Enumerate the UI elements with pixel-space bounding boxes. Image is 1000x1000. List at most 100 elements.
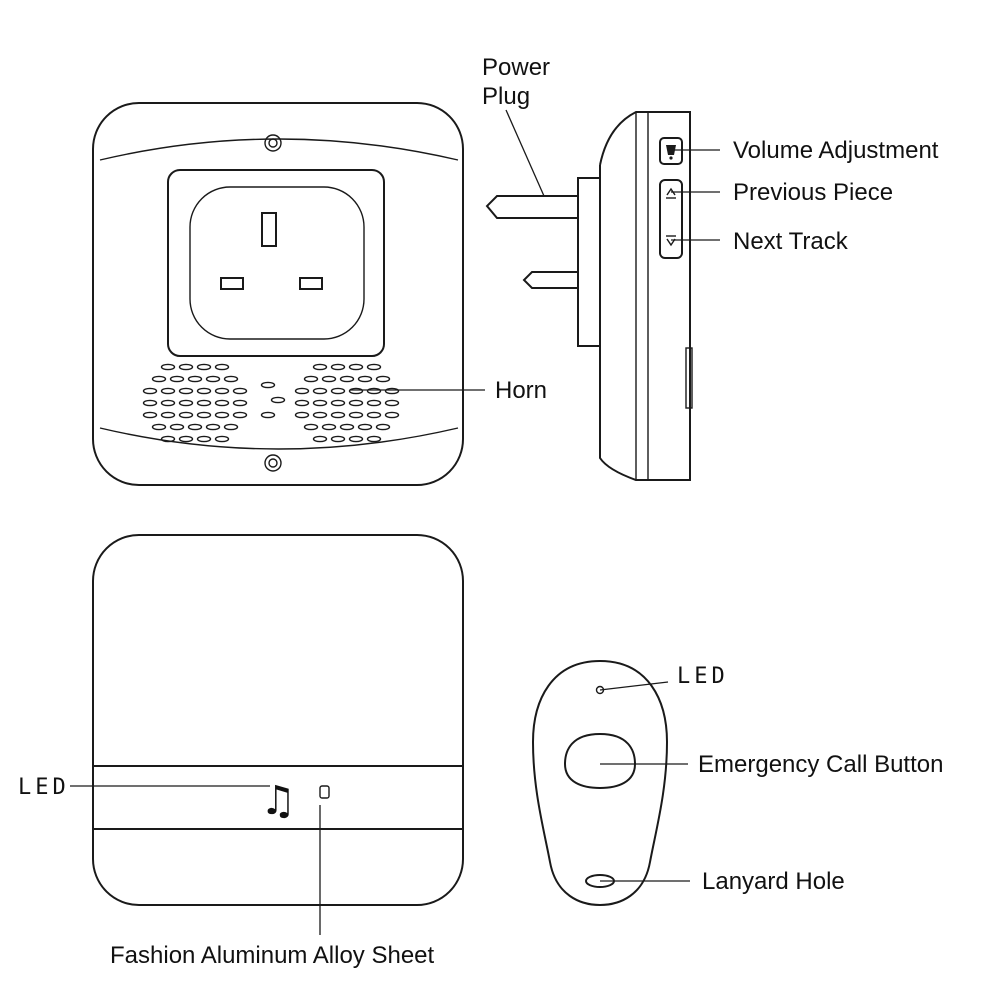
grille-slot: [294, 387, 310, 395]
grille-slot: [160, 399, 176, 407]
grille-slot: [214, 411, 230, 419]
grille-slot: [160, 363, 176, 371]
grille-slot: [348, 399, 364, 407]
grille-slot: [384, 387, 400, 395]
label-fashion-sheet: Fashion Aluminum Alloy Sheet: [110, 942, 435, 969]
bell-icon: [666, 145, 676, 160]
receiver-side-view: [485, 111, 693, 481]
grille-slot: [178, 399, 194, 407]
grille-slot: [312, 387, 328, 395]
receiver-back-view: ♫: [92, 534, 464, 906]
power-plug-prong-lower: [522, 271, 578, 289]
label-next-track: Next Track: [733, 228, 849, 255]
labels: Power Plug Volume Adjustment Previous Pi…: [18, 54, 943, 969]
label-volume-adjustment: Volume Adjustment: [733, 137, 939, 164]
music-note-icon: ♫: [260, 778, 296, 824]
grille-slot: [357, 423, 373, 431]
receiver-front-view: [92, 102, 464, 486]
grille-slot: [321, 423, 337, 431]
up-arrow-icon: [666, 187, 676, 199]
grille-slot: [330, 411, 346, 419]
grille-slot: [205, 375, 221, 383]
grille-slot: [312, 435, 328, 443]
grille-slot: [339, 423, 355, 431]
grille-slot: [187, 375, 203, 383]
grille-slot: [196, 411, 212, 419]
grille-slot: [232, 387, 248, 395]
socket-pin-right: [299, 277, 323, 290]
grille-slot: [214, 387, 230, 395]
horn-speaker-grille: [142, 363, 400, 443]
volume-button[interactable]: [659, 137, 683, 165]
grille-slot: [160, 435, 176, 443]
grille-slot: [375, 423, 391, 431]
grille-slot: [178, 387, 194, 395]
grille-slot: [366, 399, 382, 407]
grille-slot: [330, 387, 346, 395]
label-power-plug-line1: Power: [482, 54, 550, 81]
grille-slot: [366, 411, 382, 419]
grille-slot: [375, 375, 391, 383]
label-horn: Horn: [495, 377, 547, 404]
label-led-remote: LED: [677, 664, 729, 689]
grille-slot: [260, 411, 276, 419]
grille-slot: [366, 435, 382, 443]
grille-slot: [160, 411, 176, 419]
next-button[interactable]: [666, 235, 676, 247]
grille-slot: [384, 411, 400, 419]
socket-face: [189, 186, 365, 340]
grille-slot: [348, 363, 364, 371]
label-lanyard-hole: Lanyard Hole: [702, 868, 845, 895]
grille-slot: [339, 375, 355, 383]
grille-slot: [178, 435, 194, 443]
grille-slot: [196, 399, 212, 407]
socket-pin-left: [220, 277, 244, 290]
grille-slot: [321, 375, 337, 383]
screw-hole-bottom: [264, 454, 282, 472]
grille-slot: [348, 411, 364, 419]
grille-slot: [330, 399, 346, 407]
socket-pin-earth: [261, 212, 277, 247]
grille-slot: [169, 375, 185, 383]
receiver-led-indicator: [319, 785, 330, 799]
grille-slot: [169, 423, 185, 431]
grille-slot: [384, 399, 400, 407]
grille-slot: [303, 423, 319, 431]
track-button-housing: [659, 179, 683, 259]
grille-slot: [178, 411, 194, 419]
grille-slot: [196, 435, 212, 443]
grille-slot: [366, 363, 382, 371]
grille-slot: [178, 363, 194, 371]
grille-slot: [348, 435, 364, 443]
grille-slot: [348, 387, 364, 395]
aluminum-alloy-sheet: [92, 765, 464, 830]
grille-slot: [357, 375, 373, 383]
grille-slot: [142, 387, 158, 395]
grille-slot: [232, 399, 248, 407]
down-arrow-icon: [666, 235, 676, 247]
grille-slot: [142, 399, 158, 407]
grille-slot: [214, 363, 230, 371]
grille-slot: [260, 381, 276, 389]
grille-slot: [160, 387, 176, 395]
label-previous-piece: Previous Piece: [733, 179, 893, 206]
grille-slot: [151, 423, 167, 431]
label-power-plug-line2: Plug: [482, 83, 530, 110]
grille-slot: [196, 387, 212, 395]
grille-slot: [214, 399, 230, 407]
power-plug-prong-upper: [485, 195, 578, 219]
screw-hole-top: [264, 134, 282, 152]
emergency-call-button[interactable]: [563, 732, 637, 790]
grille-slot: [214, 435, 230, 443]
grille-slot: [223, 375, 239, 383]
grille-slot: [366, 387, 382, 395]
grille-slot: [187, 423, 203, 431]
grille-slot: [294, 411, 310, 419]
grille-slot: [312, 411, 328, 419]
grille-slot: [232, 411, 248, 419]
grille-slot: [142, 411, 158, 419]
previous-button[interactable]: [666, 187, 676, 199]
leader-lines: [70, 109, 720, 935]
grille-slot: [223, 423, 239, 431]
